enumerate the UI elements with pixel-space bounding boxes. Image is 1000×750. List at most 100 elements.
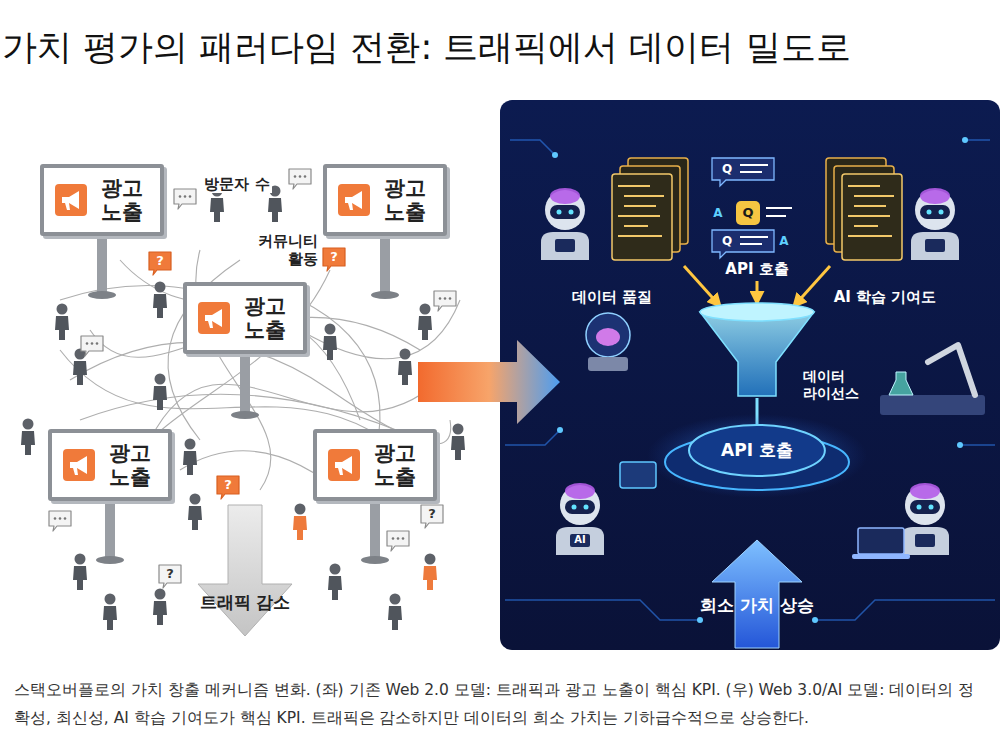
pole-base [361,556,389,564]
code-line [854,195,894,197]
billboard: 광고 노출 [183,282,307,354]
speech-bubble [49,511,71,531]
code-windows-right [826,158,902,260]
megaphone-icon [338,184,370,216]
funnel-rim [700,303,814,321]
code-line [624,205,656,207]
megaphone-handle [208,321,213,328]
megaphone [62,191,79,209]
person [323,324,337,361]
icon-ground [63,449,95,481]
circuit-dot [552,152,558,158]
robot [541,188,589,260]
platform-glow [647,414,867,498]
person [388,594,402,631]
code-line [624,225,648,227]
title: 가치 평가의 패러다임 전환: 트래픽에서 데이터 밀도로 [2,26,851,68]
robot [911,188,959,260]
circuit-line [510,140,555,155]
laptop [858,528,904,554]
circuit-dot [557,427,563,433]
bubble-line [766,215,786,217]
pole-base [96,556,124,564]
question-bubble [149,252,171,275]
question-bubble [323,248,345,271]
q-bubble [712,230,774,258]
code-line [624,195,664,197]
code-window [612,174,672,260]
api-platform: API 호출 [689,425,825,476]
person [21,419,35,456]
person [183,439,197,476]
question-bubble [217,476,239,499]
billboard-text: 광고 노출 [367,441,422,489]
circuit-line [960,444,995,446]
speech-bubble [289,169,311,189]
brain [596,328,620,346]
person [103,594,117,631]
code-line [854,225,878,227]
ai-panel [500,100,1000,650]
brain-dome [586,313,630,357]
trend-label: 트래픽 감소 [198,592,293,612]
billboard: 광고 노출 [313,429,437,501]
down-arrow [198,505,292,636]
laptop-base [852,554,910,559]
question-mark: ? [154,253,166,269]
robot-arm [928,345,975,395]
circuit-line [505,600,700,620]
billboard-text: 광고 노출 [237,294,292,342]
qa-letter: A [711,206,724,220]
person [55,304,69,341]
metric-label: 데이터 품질 [570,288,654,306]
question-bubble [421,505,443,528]
metric-label: API 호출 [723,260,790,278]
person [153,282,167,319]
code-line [848,235,892,237]
code-window [842,174,902,260]
person [328,564,342,601]
circuit-line [815,600,995,620]
person [153,589,167,626]
q-bubble-highlight [736,201,760,225]
speech-bubble [174,189,196,209]
megaphone-handle [348,203,353,210]
megaphone-icon [328,449,360,481]
transition-arrow [418,340,560,424]
megaphone-handle [65,203,70,210]
question-mark: ? [164,566,176,582]
metric-label: AI 학습 기여도 [832,288,939,306]
megaphone-icon [63,449,95,481]
bubble-line [766,207,792,209]
question-mark: ? [328,249,340,265]
icon-ground [198,302,230,334]
code-line [854,205,886,207]
megaphone-icon [198,302,230,334]
robot [556,483,604,555]
flow-arrow [684,266,720,306]
code-lines [848,186,894,236]
qa-letter: A [777,234,790,248]
pole-base [231,411,259,419]
circuit-dot [812,617,818,623]
up-arrow [712,540,802,648]
person [418,304,432,341]
speech-bubble [434,291,456,311]
code-lines [618,186,664,236]
metric-label: 커뮤니티 활동 [244,232,320,268]
q-bubble [712,158,774,186]
megaphone [345,191,362,209]
bubble-line [740,236,768,238]
code-line [618,215,660,217]
qa-letter: Q [740,205,755,221]
icon-ground [338,184,370,216]
person [451,424,465,461]
flow-arrow [794,266,830,306]
code-line [618,185,650,187]
trend-label: 희소 가치 상승 [698,595,816,615]
person [188,494,202,531]
circuit-dot [697,617,703,623]
megaphone [205,309,222,327]
bubble-line [740,164,768,166]
